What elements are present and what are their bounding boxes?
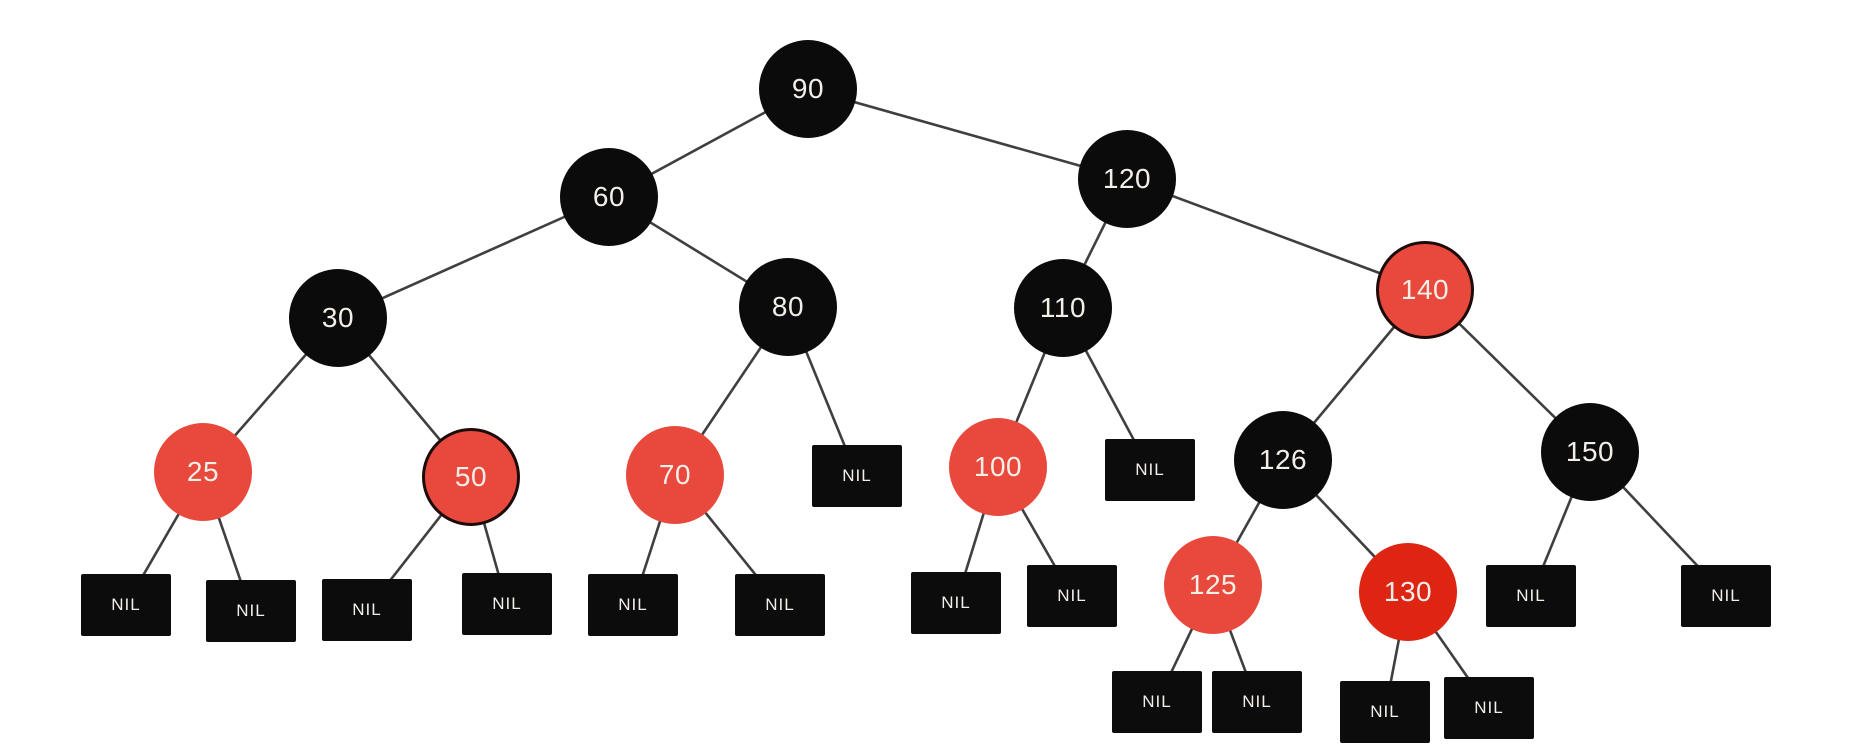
nil-leaf-nil-150-l: NIL bbox=[1486, 565, 1576, 627]
nil-leaf-nil-100-r: NIL bbox=[1027, 565, 1117, 627]
nil-label: NIL bbox=[492, 594, 522, 613]
nil-leaf-nil-50-l: NIL bbox=[322, 579, 412, 641]
nil-label: NIL bbox=[236, 601, 266, 620]
node-value-label: 130 bbox=[1383, 576, 1433, 607]
nil-leaf-nil-70-r: NIL bbox=[735, 574, 825, 636]
tree-edge-90-120 bbox=[807, 87, 1128, 181]
nil-label: NIL bbox=[941, 593, 971, 612]
nil-label: NIL bbox=[111, 595, 141, 614]
tree-node-25: 25 bbox=[154, 423, 252, 521]
nil-label: NIL bbox=[1474, 698, 1504, 717]
tree-node-70: 70 bbox=[626, 426, 724, 524]
node-value-label: 100 bbox=[973, 451, 1023, 482]
nil-leaf-nil-130-r: NIL bbox=[1444, 677, 1534, 739]
node-value-label: 120 bbox=[1102, 163, 1152, 194]
node-value-label: 125 bbox=[1188, 569, 1238, 600]
tree-node-90: 90 bbox=[759, 40, 857, 138]
tree-edge-120-140 bbox=[1126, 177, 1426, 292]
node-value-label: 70 bbox=[658, 459, 692, 490]
nil-label: NIL bbox=[1370, 702, 1400, 721]
nil-leaf-nil-100-l: NIL bbox=[911, 572, 1001, 634]
node-value-label: 140 bbox=[1400, 274, 1450, 305]
nil-label: NIL bbox=[1135, 460, 1165, 479]
nil-label: NIL bbox=[842, 466, 872, 485]
node-value-label: 150 bbox=[1565, 436, 1615, 467]
tree-node-80: 80 bbox=[739, 258, 837, 356]
nil-leaf-nil-150-r: NIL bbox=[1681, 565, 1771, 627]
node-value-label: 90 bbox=[791, 73, 825, 104]
node-value-label: 80 bbox=[771, 291, 805, 322]
nil-label: NIL bbox=[1242, 692, 1272, 711]
nil-label: NIL bbox=[1516, 586, 1546, 605]
tree-node-150: 150 bbox=[1541, 403, 1639, 501]
tree-node-126: 126 bbox=[1234, 411, 1332, 509]
nil-leaf-nil-25-l: NIL bbox=[81, 574, 171, 636]
node-value-label: 50 bbox=[454, 461, 488, 492]
tree-node-50: 50 bbox=[422, 428, 520, 526]
nil-label: NIL bbox=[1142, 692, 1172, 711]
tree-node-110: 110 bbox=[1014, 259, 1112, 357]
nil-leaf-nil-25-r: NIL bbox=[206, 580, 296, 642]
nil-label: NIL bbox=[618, 595, 648, 614]
node-value-label: 25 bbox=[186, 456, 220, 487]
nil-leaf-nil-130-l: NIL bbox=[1340, 681, 1430, 743]
nil-leaf-nil-80-r: NIL bbox=[812, 445, 902, 507]
tree-node-100: 100 bbox=[949, 418, 1047, 516]
tree-node-30: 30 bbox=[289, 269, 387, 367]
node-value-label: 30 bbox=[321, 302, 355, 333]
node-value-label: 60 bbox=[592, 181, 626, 212]
nil-leaf-nil-125-l: NIL bbox=[1112, 671, 1202, 733]
nil-leaf-nil-110-r: NIL bbox=[1105, 439, 1195, 501]
node-value-label: 110 bbox=[1039, 292, 1087, 323]
tree-node-120: 120 bbox=[1078, 130, 1176, 228]
nil-label: NIL bbox=[765, 595, 795, 614]
nil-leaf-nil-50-r: NIL bbox=[462, 573, 552, 635]
tree-node-140: 140 bbox=[1376, 241, 1474, 339]
nil-label: NIL bbox=[352, 600, 382, 619]
tree-node-125: 125 bbox=[1164, 536, 1262, 634]
tree-node-130: 130 bbox=[1359, 543, 1457, 641]
nil-leaf-nil-125-r: NIL bbox=[1212, 671, 1302, 733]
tree-node-60: 60 bbox=[560, 148, 658, 246]
node-value-label: 126 bbox=[1258, 444, 1308, 475]
nil-label: NIL bbox=[1057, 586, 1087, 605]
nil-leaf-nil-70-l: NIL bbox=[588, 574, 678, 636]
nil-label: NIL bbox=[1711, 586, 1741, 605]
